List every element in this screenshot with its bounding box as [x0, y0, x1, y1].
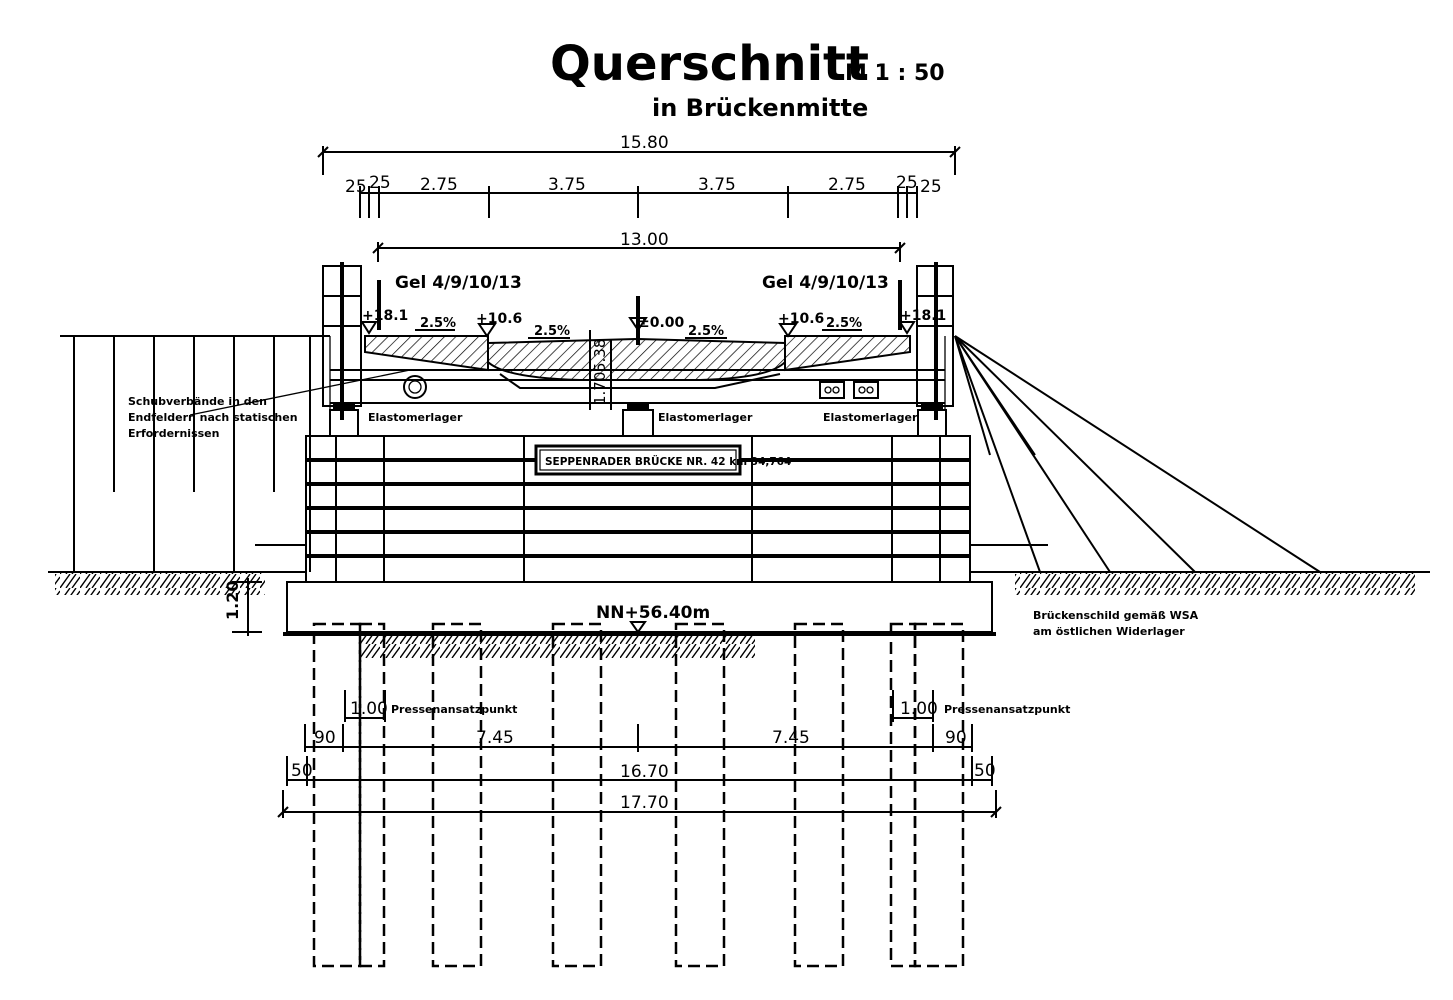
- dim-seg-4: 3.75: [548, 175, 586, 195]
- dim-overall-width: 15.80: [620, 133, 669, 153]
- dim-pile-span-right: 7.45: [772, 728, 810, 748]
- elev-right-edge: +18.1: [900, 308, 946, 324]
- ground-line: [48, 571, 1430, 595]
- elev-right-curb: +10.6: [778, 311, 824, 327]
- sign-note-1: Brückenschild gemäß WSA: [1033, 609, 1199, 622]
- bridge-sign-frame: [534, 444, 742, 476]
- elevation-markers: [360, 317, 916, 338]
- slope-4: 2.5%: [826, 316, 862, 331]
- slope-1: 2.5%: [420, 316, 456, 331]
- dimension-overall: [317, 146, 961, 175]
- dim-pile-edge-left: 90: [314, 728, 336, 748]
- dimension-pile-spacing: [304, 724, 973, 752]
- slope-indicators: [415, 329, 862, 339]
- bracing-note-3: Erfordernissen: [128, 427, 219, 440]
- dim-edge-left: 50: [291, 761, 313, 781]
- dimension-cap-outer: [277, 790, 1002, 818]
- dim-seg-5: 3.75: [698, 175, 736, 195]
- section-height-b: 1.70: [591, 372, 609, 405]
- bracing-leader: [189, 369, 411, 416]
- dim-seg-3: 2.75: [420, 175, 458, 195]
- embankment-lines: [954, 335, 1321, 573]
- dim-seg-1: 25: [345, 177, 367, 197]
- press-point-label-right: Pressenansatzpunkt: [944, 703, 1070, 716]
- press-point-label-left: Pressenansatzpunkt: [391, 703, 517, 716]
- deck-superstructure: [329, 296, 946, 410]
- elev-left-curb: +10.6: [476, 311, 522, 327]
- railing-label-right: Gel 4/9/10/13: [762, 273, 889, 293]
- left-sheet-piling: [60, 335, 330, 572]
- dim-seg-2: 25: [369, 173, 391, 193]
- dim-pile-edge-right: 90: [945, 728, 967, 748]
- dim-roadway-width: 13.00: [620, 230, 669, 250]
- pile-cap: [283, 581, 996, 658]
- foundation-level: NN+56.40m: [596, 603, 710, 623]
- title-main: Querschnitt: [550, 36, 869, 92]
- railing-post-left: [322, 262, 381, 420]
- slope-2: 2.5%: [534, 324, 570, 339]
- elev-center: ±0.00: [638, 315, 685, 331]
- piles: [312, 622, 965, 968]
- dimension-press-points: [344, 690, 934, 722]
- bridge-sign-text: SEPPENRADER BRÜCKE NR. 42 km 34,764: [545, 454, 791, 468]
- dim-press-left: 1.00: [350, 699, 388, 719]
- bearing-label-right: Elastomerlager: [823, 411, 918, 424]
- slope-3: 2.5%: [688, 324, 724, 339]
- elev-left-edge: +18.1: [362, 308, 408, 324]
- dim-cap-outer: 17.70: [620, 793, 669, 813]
- bearing-label-center: Elastomerlager: [658, 411, 753, 424]
- dim-seg-6: 2.75: [828, 175, 866, 195]
- title-scale: M 1 : 50: [845, 61, 945, 86]
- dimension-foundation-height: [232, 578, 262, 636]
- dim-press-right: 1.00: [900, 699, 938, 719]
- dim-seg-7: 25: [896, 173, 918, 193]
- title-subtitle: in Brückenmitte: [652, 94, 868, 122]
- sign-note-2: am östlichen Widerlager: [1033, 625, 1185, 638]
- dim-edge-right: 50: [974, 761, 996, 781]
- bridge-sign-inner: [539, 449, 737, 471]
- dim-foundation-height: 1.20: [223, 581, 242, 620]
- bearing-label-left: Elastomerlager: [368, 411, 463, 424]
- dimension-segments: [359, 186, 918, 218]
- railing-label-left: Gel 4/9/10/13: [395, 273, 522, 293]
- bracing-note-1: Schubverbände in den: [128, 395, 267, 408]
- bracing-note-2: Endfeldern nach statischen: [128, 411, 298, 424]
- dim-pile-span-left: 7.45: [476, 728, 514, 748]
- dimension-cap-inner: [286, 756, 993, 786]
- dimension-roadway: [372, 242, 906, 262]
- dim-seg-8: 25: [920, 177, 942, 197]
- section-height-a: 5.38: [591, 339, 609, 372]
- dim-cap-inner: 16.70: [620, 762, 669, 782]
